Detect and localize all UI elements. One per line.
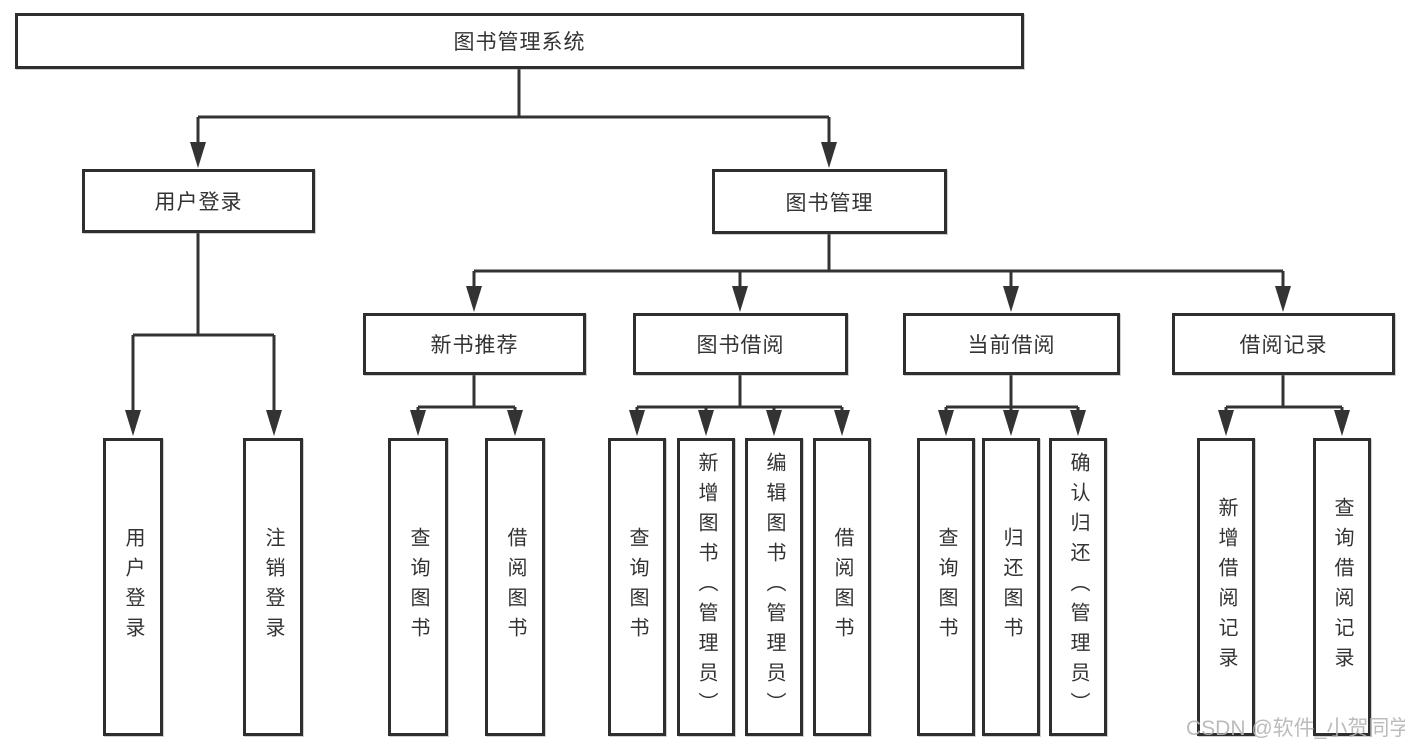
leaf-user-login: 用户登录: [103, 438, 163, 736]
leaf-label: 新增借阅记录: [1215, 497, 1237, 677]
node-user-login: 用户登录: [82, 169, 315, 233]
leaf-label: 查询图书: [935, 527, 957, 647]
leaf-label: 借阅图书: [504, 527, 526, 647]
arrowheads: [125, 142, 1350, 436]
leaf-add-books-admin: 新增图书（管理员）: [677, 438, 735, 736]
node-label: 借阅记录: [1239, 334, 1328, 357]
leaf-label: 注销登录: [262, 527, 284, 647]
leaf-return-books: 归还图书: [982, 438, 1040, 736]
leaf-query-books-1: 查询图书: [388, 438, 448, 736]
node-label: 新书推荐: [430, 334, 519, 357]
leaf-label: 查询图书: [407, 527, 429, 647]
leaf-label: 编辑图书（管理员）: [763, 452, 785, 722]
leaf-add-borrow-record: 新增借阅记录: [1197, 438, 1255, 736]
node-label: 用户登录: [154, 191, 243, 214]
leaf-query-books-2: 查询图书: [608, 438, 666, 736]
leaf-logout: 注销登录: [243, 438, 303, 736]
leaf-label: 借阅图书: [831, 527, 853, 647]
leaf-edit-books-admin: 编辑图书（管理员）: [745, 438, 803, 736]
node-book-borrowing: 图书借阅: [633, 313, 848, 375]
node-label: 图书管理: [785, 191, 874, 215]
leaf-label: 归还图书: [1000, 527, 1022, 647]
leaf-confirm-return-admin: 确认归还（管理员）: [1049, 438, 1107, 736]
leaf-label: 确认归还（管理员）: [1067, 452, 1089, 722]
node-new-book-recommendation: 新书推荐: [363, 313, 586, 375]
node-label: 当前借阅: [967, 334, 1056, 357]
leaf-query-borrow-record: 查询借阅记录: [1313, 438, 1371, 736]
leaf-query-books-3: 查询图书: [917, 438, 975, 736]
node-current-borrowing: 当前借阅: [903, 313, 1120, 375]
node-library-management-system: 图书管理系统: [15, 13, 1024, 69]
leaf-borrow-books-1: 借阅图书: [485, 438, 545, 736]
leaf-label: 查询图书: [626, 527, 648, 647]
leaf-borrow-books-2: 借阅图书: [813, 438, 871, 736]
leaf-label: 新增图书（管理员）: [695, 452, 717, 722]
leaf-label: 用户登录: [122, 527, 144, 647]
node-book-management: 图书管理: [712, 169, 947, 234]
node-borrowing-records: 借阅记录: [1172, 313, 1395, 375]
node-label: 图书管理系统: [453, 31, 586, 54]
node-label: 图书借阅: [696, 334, 785, 357]
csdn-watermark: CSDN @软件_小贺同学: [1186, 717, 1405, 740]
leaf-label: 查询借阅记录: [1331, 497, 1353, 677]
